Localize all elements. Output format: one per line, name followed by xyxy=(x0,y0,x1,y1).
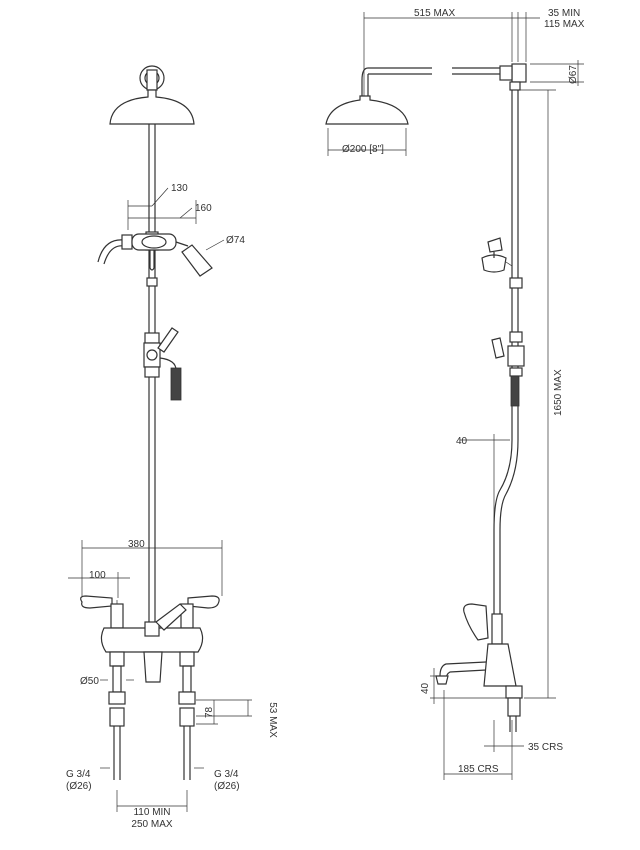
side-diverter-lever xyxy=(491,337,505,359)
left-leg xyxy=(112,665,122,693)
right-union-a xyxy=(178,691,196,705)
label-mixer-width: 380 xyxy=(128,539,145,550)
side-view: 515 MAX 35 MIN 115 MAX Ø200 [8"] Ø67 165… xyxy=(325,8,585,780)
wall-flange xyxy=(511,63,527,83)
label-spout-crs: 35 CRS xyxy=(528,742,563,753)
label-leg-dia: Ø50 xyxy=(80,676,99,687)
side-leg-nut xyxy=(505,685,523,699)
left-leg-nut xyxy=(109,651,125,667)
left-lever-handle xyxy=(80,595,113,609)
front-view: 130 160 Ø74 380 100 Ø50 78 53 MAX G 3/4 … xyxy=(66,65,278,830)
diverter-nut-top xyxy=(144,332,160,344)
handset-head xyxy=(181,244,213,277)
side-diverter-nut-top xyxy=(509,331,523,343)
side-leg-union xyxy=(507,697,521,717)
dim-74-leader xyxy=(205,239,225,251)
side-diverter-body xyxy=(507,345,525,367)
side-spout-tip xyxy=(435,675,449,685)
mixer-riser-nut xyxy=(144,621,160,637)
side-holder-ring xyxy=(509,277,523,289)
side-handset-head xyxy=(481,254,507,273)
dim-130-leader xyxy=(151,187,169,207)
handset-connector xyxy=(121,234,133,250)
mixer-spout xyxy=(143,651,163,683)
label-leg-height: 78 xyxy=(204,706,215,718)
diverter-lever xyxy=(157,327,179,353)
label-centres-max: 250 MAX xyxy=(131,819,172,830)
label-flange-dia: Ø67 xyxy=(568,65,579,84)
label-wall-min: 35 MIN xyxy=(548,8,580,19)
side-sbend-l xyxy=(493,439,513,614)
handset-neck xyxy=(175,241,189,247)
handset-hose-b xyxy=(103,245,125,265)
label-thread-right: G 3/4 xyxy=(214,769,239,780)
handset-hose-a xyxy=(97,239,125,263)
left-union-a xyxy=(108,691,126,705)
right-lever-handle xyxy=(187,595,220,609)
left-tap-body xyxy=(110,603,124,629)
shower-rose-side xyxy=(325,95,409,125)
right-leg xyxy=(182,665,192,693)
label-thread-left: G 3/4 xyxy=(66,769,91,780)
left-union-b xyxy=(109,707,125,727)
right-leg-nut xyxy=(179,651,195,667)
label-wall-max: 115 MAX xyxy=(544,19,585,30)
side-diverter-nut-bottom xyxy=(509,367,523,377)
label-spout-reach: 185 CRS xyxy=(458,764,499,775)
label-handle-width: 100 xyxy=(89,570,106,581)
mixer-body xyxy=(100,627,204,653)
side-mixer-upper xyxy=(491,613,503,645)
label-handset-head-dia: Ø74 xyxy=(226,235,245,246)
label-handset-length: 160 xyxy=(195,203,212,214)
label-thread-left-sub: (Ø26) xyxy=(66,781,92,792)
diverter-knob xyxy=(146,349,158,361)
side-mixer-lever xyxy=(463,603,489,641)
label-arm-reach: 515 MAX xyxy=(414,8,455,19)
side-sbend-r xyxy=(499,439,519,614)
label-thread-right-sub: (Ø26) xyxy=(214,781,240,792)
label-spout-height: 40 xyxy=(420,682,431,694)
side-handset-grip xyxy=(487,237,503,253)
label-rose-dia: Ø200 [8"] xyxy=(342,144,384,155)
side-mixer-body xyxy=(483,643,517,687)
diverter-body xyxy=(143,342,161,368)
right-union-b xyxy=(179,707,195,727)
label-union-height: 53 MAX xyxy=(267,702,278,738)
handset-grip xyxy=(141,235,167,249)
label-centres-min: 110 MIN xyxy=(133,807,170,818)
top-bracket-block xyxy=(146,69,158,91)
side-riser-top-nut xyxy=(509,81,521,91)
shower-arm-bend-outer xyxy=(361,67,369,96)
hose-outlet-coil xyxy=(170,367,182,401)
diverter-nut-bottom xyxy=(144,366,160,378)
side-spout-bottom xyxy=(445,669,487,681)
holder-ring xyxy=(146,277,158,287)
arm-joint-nut xyxy=(499,65,513,81)
dim-160-leader xyxy=(179,207,193,219)
side-spout-top xyxy=(439,661,487,677)
shower-rose-front xyxy=(109,89,195,125)
label-offset: 40 xyxy=(456,436,468,447)
label-handset-offset: 130 xyxy=(171,183,188,194)
side-handset-link xyxy=(505,261,513,267)
label-height-max: 1650 MAX xyxy=(553,369,564,416)
holder-clip xyxy=(149,250,155,271)
mixer-diverter-lever xyxy=(155,603,187,631)
side-hose-coil xyxy=(510,375,520,407)
